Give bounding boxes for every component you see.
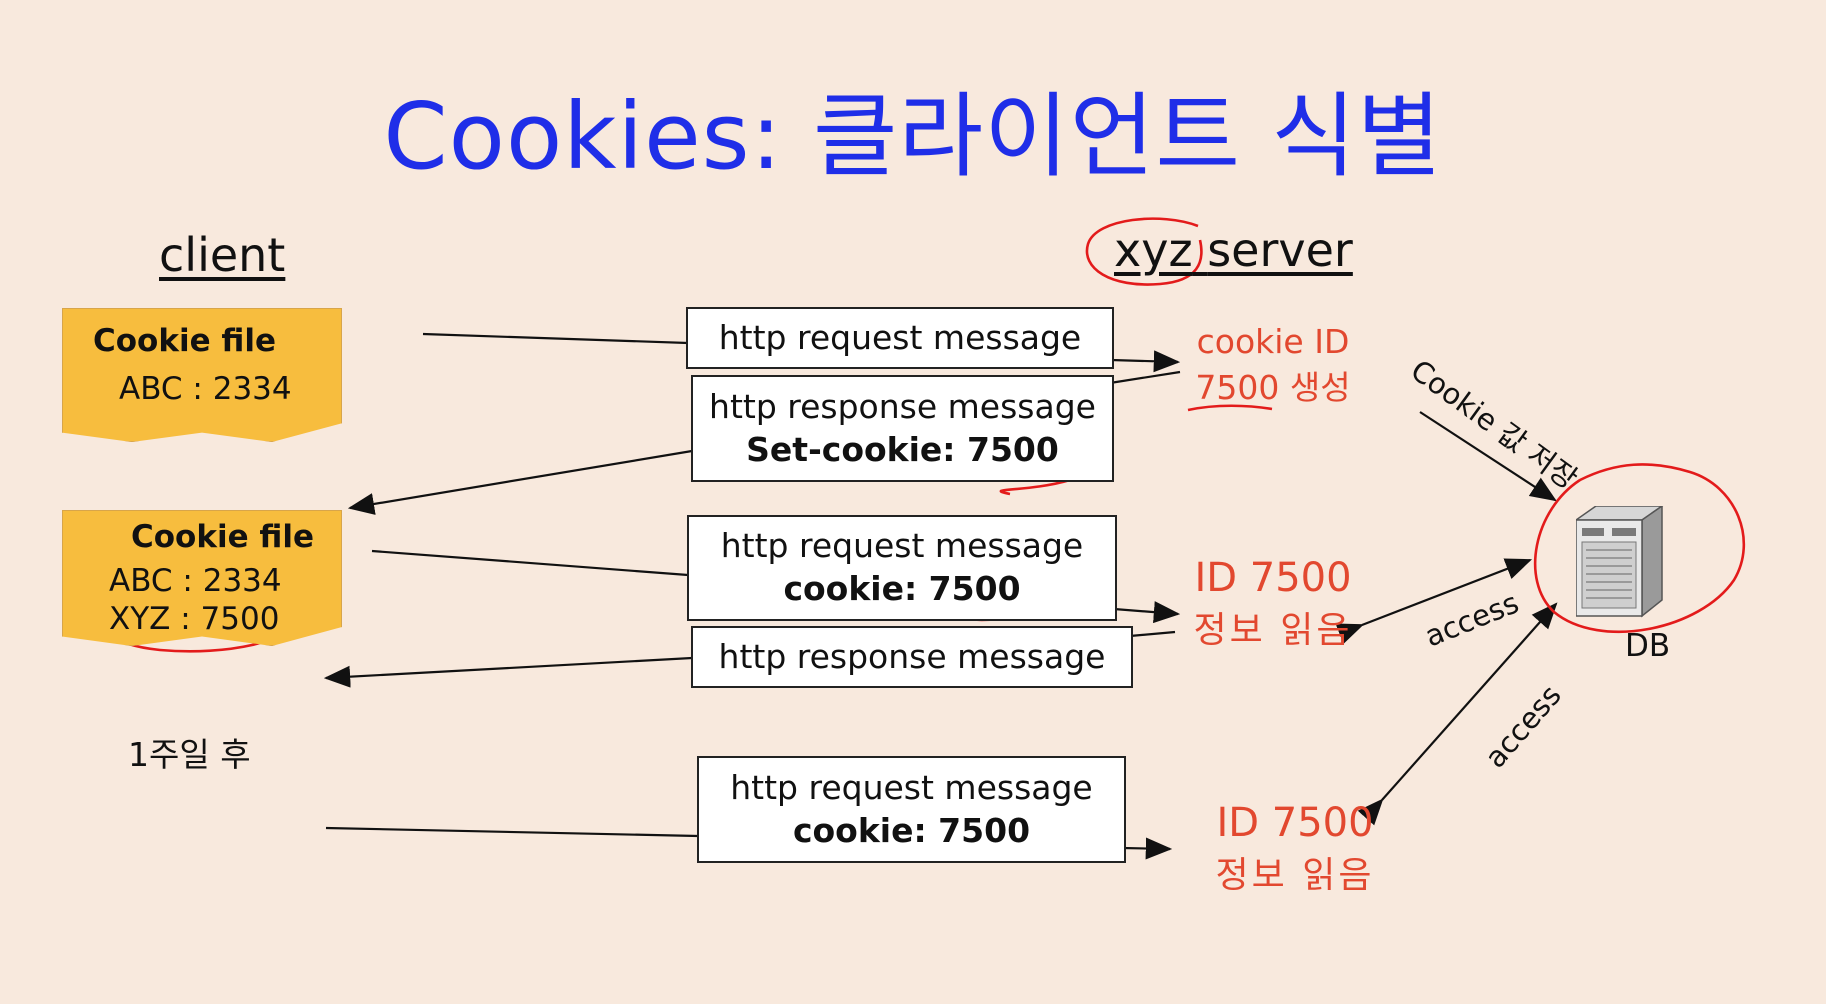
arrow-response-2-head <box>1129 630 1176 638</box>
server-note-3-line2: 정보 읽음 <box>1215 855 1375 896</box>
message-box-1: http request message <box>686 307 1114 369</box>
message-box-5: http request message cookie: 7500 <box>697 756 1126 863</box>
message-3-line2: cookie: 7500 <box>783 569 1021 608</box>
message-box-2: http response message Set-cookie: 7500 <box>691 375 1114 482</box>
message-5-line1: http request message <box>730 767 1093 807</box>
message-4-line1: http response message <box>718 636 1106 676</box>
arrow-request-3-tail <box>1121 837 1173 860</box>
circle-db <box>1533 463 1746 634</box>
message-2-line2: Set-cookie: 7500 <box>746 429 1059 469</box>
db-server-icon <box>1576 506 1664 618</box>
circle-xyz <box>1085 217 1203 286</box>
server-note-2: ID 7500 정보 읽음 <box>1178 555 1368 653</box>
slide-title: Cookies: 클라이언트 식별 <box>383 83 1443 190</box>
cookie-file-2: Cookie file ABC : 2334 XYZ : 7500 <box>62 510 342 646</box>
message-box-3: http request message cookie: 7500 <box>687 515 1117 621</box>
cookie-file-2-title: Cookie file <box>131 519 315 555</box>
server-heading-rest: server <box>1207 223 1353 277</box>
server-heading: xyz server <box>1114 223 1353 277</box>
message-5-line2: cookie: 7500 <box>792 810 1031 850</box>
cookie-file-2-entry-1: ABC : 2334 <box>109 563 282 599</box>
server-note-1-line1: cookie ID <box>1196 322 1350 361</box>
arrow-request-3 <box>325 826 699 838</box>
db-label: DB <box>1625 628 1671 664</box>
client-heading: client <box>159 228 286 282</box>
server-note-1-line2: 7500 생성 <box>1195 368 1351 407</box>
underline-7500 <box>1187 404 1273 412</box>
arrow-response-2 <box>323 656 693 688</box>
cookie-file-2-entry-2: XYZ : 7500 <box>109 601 280 637</box>
arrow-db-store <box>1419 411 1557 502</box>
cookie-file-1: Cookie file ABC : 2334 <box>62 308 342 442</box>
message-1-line1: http request message <box>718 317 1082 357</box>
message-2-line1: http response message <box>709 386 1096 426</box>
server-heading-circled: xyz <box>1114 223 1193 277</box>
arrow-request-1 <box>422 332 689 345</box>
message-3-line1: http request message <box>720 526 1084 566</box>
message-box-4: http response message <box>691 626 1133 688</box>
arrow-request-2-tail <box>1113 601 1181 624</box>
arrow-response-1-head <box>1109 370 1181 385</box>
server-note-2-line2: 정보 읽음 <box>1193 610 1353 651</box>
server-note-3-line1: ID 7500 <box>1216 800 1374 846</box>
arrow-request-1-tail <box>1110 350 1181 373</box>
later-label: 1주일 후 <box>128 735 251 774</box>
server-note-3: ID 7500 정보 읽음 <box>1200 800 1390 898</box>
server-note-2-line1: ID 7500 <box>1194 555 1352 601</box>
arrow-request-2 <box>371 549 689 577</box>
arrow-response-1 <box>347 449 693 515</box>
server-note-1: cookie ID 7500 생성 <box>1178 322 1368 409</box>
cookie-file-1-title: Cookie file <box>93 323 277 359</box>
cookie-file-1-entry: ABC : 2334 <box>119 371 292 407</box>
arrow-access-2 <box>1357 602 1558 826</box>
